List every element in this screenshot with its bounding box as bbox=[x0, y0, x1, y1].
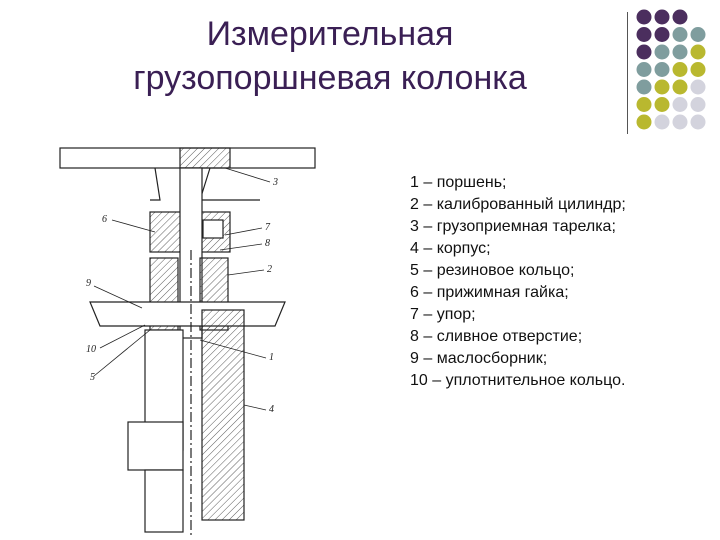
decorative-dot bbox=[672, 79, 688, 95]
decorative-dot bbox=[672, 9, 688, 25]
decorative-divider bbox=[627, 12, 628, 134]
legend-item-9: 9 – маслосборник; bbox=[410, 350, 548, 367]
callout-3: 3 bbox=[272, 177, 278, 188]
oil-collector bbox=[89, 301, 286, 327]
decorative-dot bbox=[672, 44, 688, 60]
legend-item-10: 10 – уплотнительное кольцо. bbox=[410, 372, 626, 389]
decorative-dot bbox=[654, 62, 670, 77]
hex-nut bbox=[127, 421, 184, 471]
load-plate-stem bbox=[179, 147, 231, 169]
title-line-1: Измерительная bbox=[206, 15, 454, 53]
decorative-dot bbox=[672, 114, 688, 130]
decorative-dot bbox=[654, 79, 670, 95]
technical-drawing: 3 6 7 8 2 9 10 5 1 4 bbox=[59, 147, 316, 535]
legend-item-8: 8 – сливное отверстие; bbox=[410, 328, 583, 345]
decorative-dot-grid bbox=[636, 9, 706, 130]
legend-item-4: 4 – корпус; bbox=[410, 240, 491, 257]
decorative-dot bbox=[654, 9, 670, 25]
decorative-dot bbox=[654, 114, 670, 130]
decorative-dot bbox=[636, 114, 652, 130]
decorative-dot bbox=[636, 27, 652, 42]
legend-item-6: 6 – прижимная гайка; bbox=[410, 284, 569, 301]
decorative-dot bbox=[654, 27, 670, 42]
callout-10: 10 bbox=[86, 344, 96, 355]
slide-title: Измерительная грузопоршневая колонка bbox=[60, 12, 600, 100]
title-line-2: грузопоршневая колонка bbox=[133, 59, 527, 97]
decorative-dot bbox=[690, 44, 706, 60]
callout-8: 8 bbox=[265, 238, 270, 249]
decorative-dot bbox=[654, 97, 670, 112]
bottom-fitting bbox=[144, 469, 184, 533]
decorative-dot bbox=[636, 62, 652, 77]
decorative-dot bbox=[690, 79, 706, 95]
decorative-dot bbox=[690, 27, 706, 42]
callout-9: 9 bbox=[86, 278, 91, 289]
decorative-dot bbox=[690, 62, 706, 77]
legend-item-5: 5 – резиновое кольцо; bbox=[410, 262, 575, 279]
decorative-dot bbox=[636, 9, 652, 25]
decorative-dot bbox=[672, 62, 688, 77]
legend-list: 1 – поршень; 2 – калиброванный цилиндр; … bbox=[410, 172, 670, 392]
decorative-dot bbox=[690, 114, 706, 130]
body-right bbox=[201, 309, 245, 521]
decorative-dot bbox=[636, 79, 652, 95]
stop-block bbox=[202, 219, 224, 239]
callout-5: 5 bbox=[90, 372, 95, 383]
callout-1: 1 bbox=[269, 352, 274, 363]
legend-item-3: 3 – грузоприемная тарелка; bbox=[410, 218, 616, 235]
decorative-dot bbox=[690, 97, 706, 112]
legend-item-2: 2 – калиброванный цилиндр; bbox=[410, 196, 626, 213]
callout-2: 2 bbox=[267, 264, 272, 275]
decorative-dot bbox=[654, 44, 670, 60]
decorative-dot bbox=[672, 97, 688, 112]
legend-item-1: 1 – поршень; bbox=[410, 174, 507, 191]
decorative-dot bbox=[672, 27, 688, 42]
legend-item-7: 7 – упор; bbox=[410, 306, 476, 323]
plate-skirt-left bbox=[150, 167, 161, 201]
clamp-nut-left bbox=[149, 211, 183, 253]
callout-7: 7 bbox=[265, 222, 271, 233]
decorative-dot bbox=[636, 97, 652, 112]
callout-6: 6 bbox=[102, 214, 107, 225]
decorative-dot bbox=[636, 44, 652, 60]
plate-skirt-right bbox=[199, 167, 260, 201]
callout-4: 4 bbox=[269, 404, 274, 415]
